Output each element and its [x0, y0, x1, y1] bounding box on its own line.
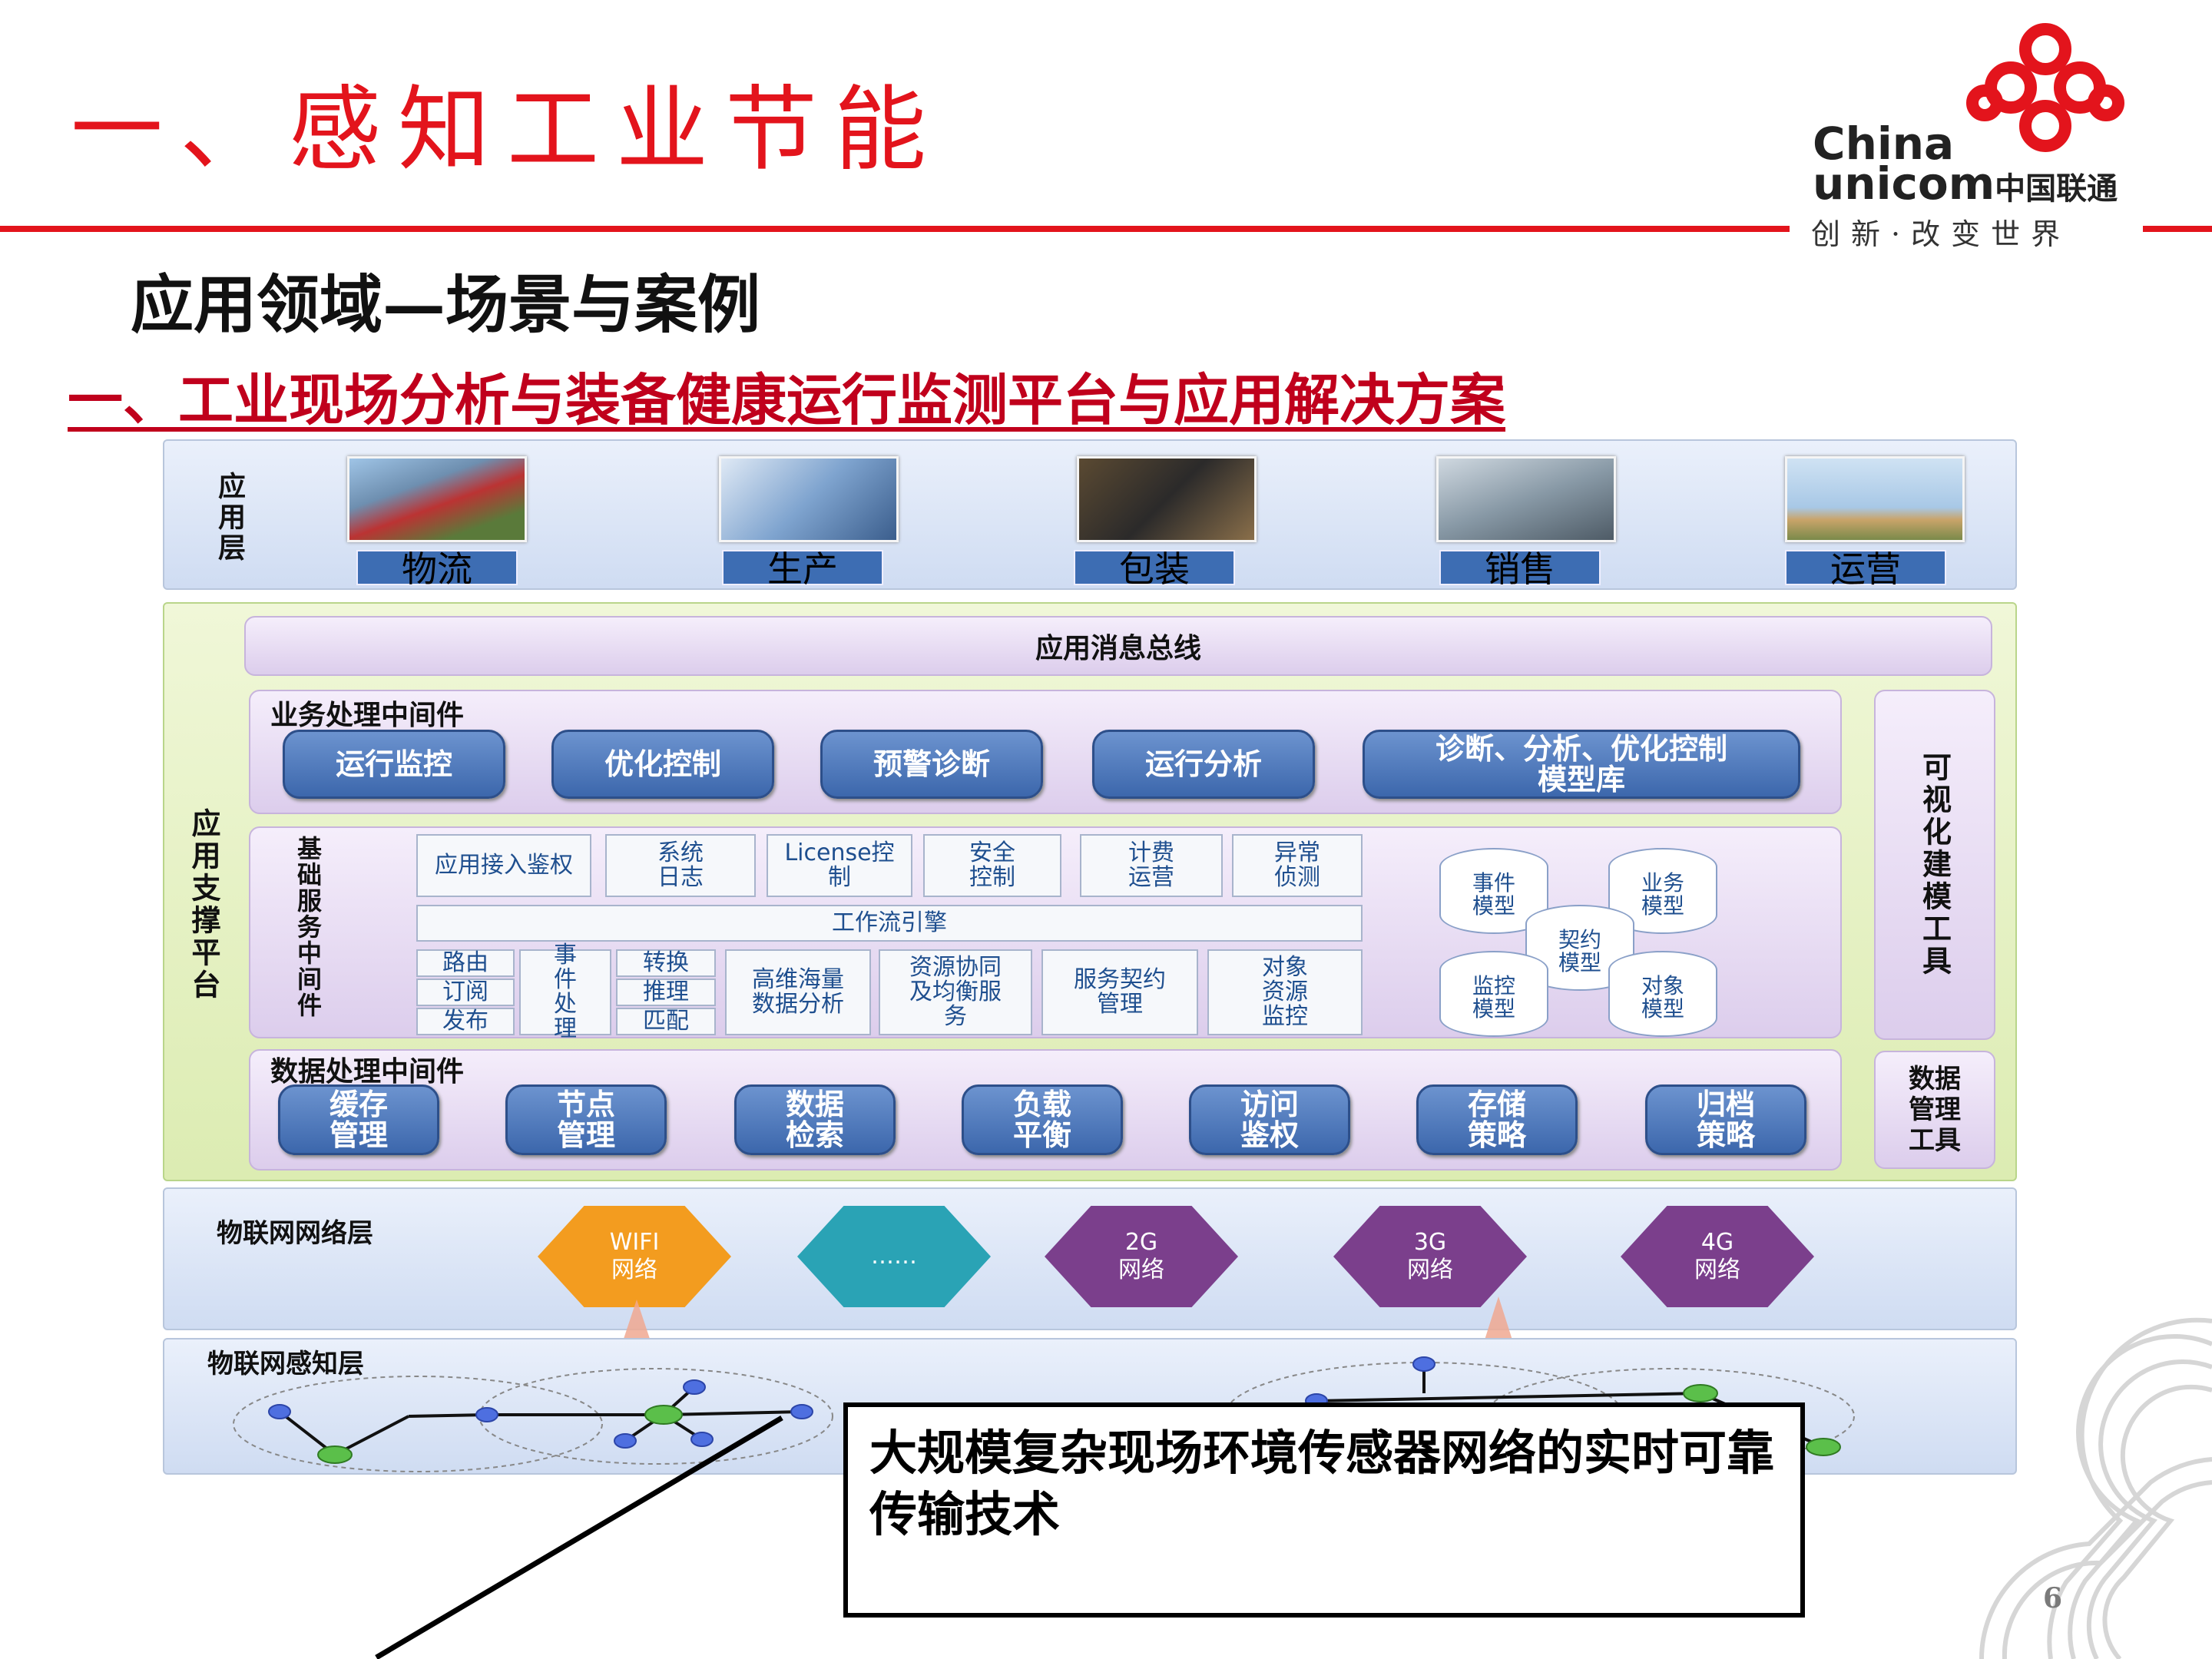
app-item-production: 生产 — [722, 550, 883, 587]
operation-image — [1785, 456, 1965, 542]
viz-modeling-tool-label: 可视化建模工具 — [1917, 752, 1952, 978]
load-balance-box: 负载平衡 — [962, 1084, 1123, 1155]
network-layer-label: 物联网网络层 — [217, 1218, 373, 1249]
data-middleware: 数据处理中间件 缓存管理 节点管理 数据检索 负载平衡 访问鉴权 存储策略 归档… — [249, 1049, 1842, 1171]
object-resource-monitor-cell: 对象资源监控 — [1207, 949, 1363, 1035]
optimize-control-box: 优化控制 — [551, 730, 774, 799]
decorative-swirl-icon — [1979, 1317, 2212, 1659]
security-control-cell: 安全控制 — [923, 834, 1061, 897]
system-log-cell: 系统日志 — [605, 834, 756, 897]
other-network-name: …… — [871, 1243, 917, 1270]
business-model-cylinder: 业务模型 — [1608, 848, 1717, 934]
production-image — [719, 456, 899, 542]
4g-network-name: 4G — [1700, 1229, 1734, 1256]
subscribe-cell: 订阅 — [416, 979, 515, 1006]
license-control-cell: License控制 — [767, 834, 912, 897]
billing-operation-cell: 计费运营 — [1080, 834, 1223, 897]
app-layer: 应用层 物流 生产 包装 销售 运营 — [163, 439, 2017, 590]
support-platform: 应用支撑平台 应用消息总线 业务处理中间件 运行监控 优化控制 预警诊断 运行分… — [163, 602, 2017, 1181]
runtime-monitor-box: 运行监控 — [283, 730, 505, 799]
storage-strategy-box: 存储策略 — [1416, 1084, 1578, 1155]
callout-pointer-line — [375, 1415, 783, 1659]
brand-name-line1: China — [1813, 118, 1955, 170]
sales-image — [1436, 456, 1616, 542]
access-auth-box: 访问鉴权 — [1189, 1084, 1350, 1155]
slide-title: 一、感知工业节能 — [71, 77, 943, 184]
other-network-hex: …… — [797, 1206, 991, 1307]
brand-name-en: unicom — [1813, 157, 1995, 210]
sensing-layer-label: 物联网感知层 — [207, 1349, 364, 1379]
3g-network-suffix: 网络 — [1407, 1257, 1453, 1283]
architecture-diagram: 应用层 物流 生产 包装 销售 运营 应用支撑平台 应用消息总线 业务处理中间件… — [163, 439, 2017, 1475]
event-processing-cell: 事件处理 — [519, 943, 611, 1041]
3g-network-name: 3G — [1413, 1229, 1447, 1256]
header-divider-right — [2143, 226, 2212, 232]
reasoning-cell: 推理 — [616, 979, 716, 1006]
business-middleware-label: 业务处理中间件 — [270, 700, 465, 731]
data-retrieval-box: 数据检索 — [734, 1084, 896, 1155]
business-middleware: 业务处理中间件 运行监控 优化控制 预警诊断 运行分析 诊断、分析、优化控制模型… — [249, 690, 1842, 814]
warning-diagnosis-box: 预警诊断 — [820, 730, 1043, 799]
packaging-image — [1077, 456, 1257, 542]
brand-name-cn: 中国联通 — [1995, 171, 2118, 207]
app-item-packaging: 包装 — [1074, 550, 1235, 587]
header-divider — [0, 226, 1790, 232]
app-access-auth-cell: 应用接入鉴权 — [416, 834, 591, 897]
data-middleware-label: 数据处理中间件 — [270, 1056, 465, 1088]
runtime-analysis-box: 运行分析 — [1092, 730, 1315, 799]
match-cell: 匹配 — [616, 1008, 716, 1035]
model-library-box: 诊断、分析、优化控制模型库 — [1363, 730, 1800, 799]
wifi-network-name: WIFI — [609, 1229, 660, 1256]
archive-strategy-box: 归档策略 — [1645, 1084, 1806, 1155]
brand-name-line2: unicom中国联通 — [1813, 161, 2118, 206]
exception-detect-cell: 异常侦测 — [1232, 834, 1363, 897]
slide-subtitle: 应用领域—场景与案例 — [131, 268, 761, 342]
brand-slogan: 创新·改变世界 — [1811, 217, 2071, 251]
app-layer-label: 应用层 — [214, 472, 245, 564]
unicom-knot-logo-icon — [1966, 23, 2124, 152]
publish-cell: 发布 — [416, 1008, 515, 1035]
logistics-image — [347, 456, 527, 542]
app-item-sales: 销售 — [1439, 550, 1601, 587]
section-heading: 一、工业现场分析与装备健康运行监测平台与应用解决方案 — [68, 368, 1506, 432]
monitor-model-cylinder: 监控模型 — [1439, 951, 1548, 1037]
cache-management-box: 缓存管理 — [278, 1084, 439, 1155]
object-model-cylinder: 对象模型 — [1608, 951, 1717, 1037]
page-number: 6 — [2043, 1582, 2063, 1614]
wifi-network-suffix: 网络 — [611, 1257, 657, 1283]
resource-balance-cell: 资源协同及均衡服务 — [879, 949, 1032, 1035]
viz-modeling-tool: 可视化建模工具 — [1874, 690, 1995, 1040]
data-management-tool: 数据管理工具 — [1874, 1051, 1995, 1169]
app-item-logistics: 物流 — [356, 550, 518, 587]
2g-network-name: 2G — [1124, 1229, 1158, 1256]
node-management-box: 节点管理 — [505, 1084, 667, 1155]
workflow-engine-cell: 工作流引擎 — [416, 905, 1363, 942]
support-platform-label: 应用支撑平台 — [187, 808, 220, 1002]
4g-network-suffix: 网络 — [1694, 1257, 1740, 1283]
2g-network-suffix: 网络 — [1118, 1257, 1164, 1283]
service-contract-cell: 服务契约管理 — [1041, 949, 1198, 1035]
basic-service-label: 基础服务中间件 — [293, 836, 323, 1018]
convert-cell: 转换 — [616, 949, 716, 977]
sensor-network-graph — [233, 1356, 1855, 1472]
app-item-operation: 运营 — [1785, 550, 1946, 587]
basic-service-middleware: 基础服务中间件 应用接入鉴权 系统日志 License控制 安全控制 计费运营 … — [249, 826, 1842, 1041]
route-cell: 路由 — [416, 949, 515, 977]
message-bus: 应用消息总线 — [244, 616, 1992, 676]
callout-box: 大规模复杂现场环境传感器网络的实时可靠传输技术 — [843, 1402, 1805, 1618]
big-data-analysis-cell: 高维海量数据分析 — [725, 949, 871, 1035]
